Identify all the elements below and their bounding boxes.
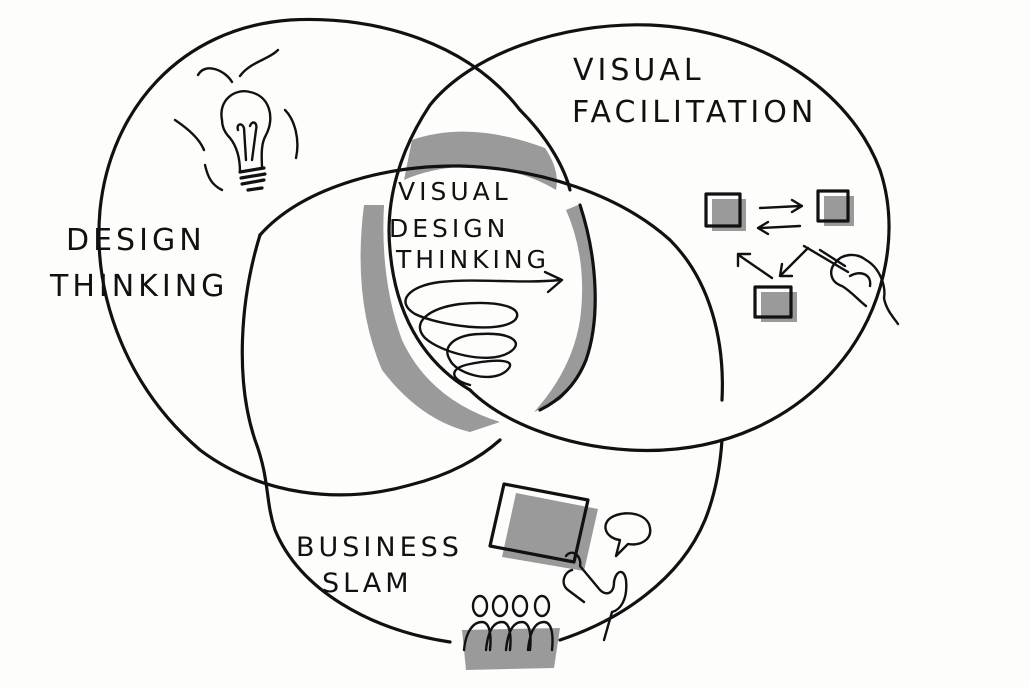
visual-facilitation-circle-left-arc xyxy=(387,103,472,392)
visual-facilitation-label: VISUAL FACILITATION xyxy=(572,53,817,130)
business-slam-label: BUSINESS SLAM xyxy=(296,532,463,599)
spiral-arrow-icon xyxy=(404,270,564,387)
business-slam-circle-left xyxy=(240,233,452,644)
presenter-icon xyxy=(562,551,628,642)
center-shading xyxy=(360,131,597,432)
visual-facilitation-circle xyxy=(428,23,891,453)
design-thinking-line1: DESIGN xyxy=(66,223,206,258)
drawing-hand-icon xyxy=(802,244,900,326)
audience-icon xyxy=(462,594,560,670)
design-thinking-label: DESIGN THINKING xyxy=(49,223,228,304)
design-thinking-circle xyxy=(97,17,522,497)
presentation-board-icon xyxy=(488,482,598,571)
visual-facilitation-line2: FACILITATION xyxy=(572,95,817,130)
business-slam-circle xyxy=(258,164,724,402)
business-slam-line1: BUSINESS xyxy=(296,532,463,563)
visual-facilitation-line1: VISUAL xyxy=(573,53,705,88)
center-right-curve xyxy=(538,203,597,412)
center-line2: DESIGN xyxy=(389,214,509,243)
flow-diagram-icon xyxy=(704,189,854,322)
lightbulb-icon xyxy=(173,48,299,192)
center-line1: VISUAL xyxy=(398,177,512,206)
speech-bubble-icon xyxy=(604,512,652,558)
design-thinking-line2: THINKING xyxy=(49,269,228,304)
business-slam-line2: SLAM xyxy=(322,568,413,599)
center-line3: THINKING xyxy=(395,245,550,274)
visual-design-thinking-label: VISUAL DESIGN THINKING xyxy=(389,177,550,274)
business-slam-circle-bottom xyxy=(558,438,724,642)
